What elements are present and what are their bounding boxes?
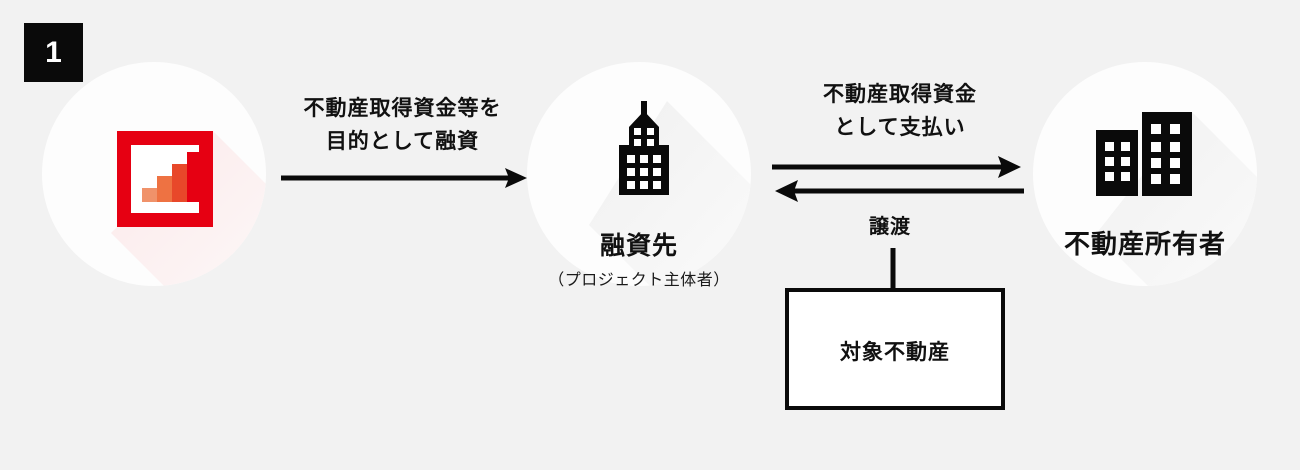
flow-payment-label-line1: 不動産取得資金 xyxy=(823,83,977,106)
office-tower-icon xyxy=(619,101,669,195)
node-owner-title: 不動産所有者 xyxy=(1063,229,1226,259)
arrow-payment xyxy=(772,156,1021,178)
chart-bar-3 xyxy=(172,164,187,202)
chart-bar-2 xyxy=(157,176,172,202)
arrow-loan xyxy=(281,168,527,188)
chart-icon-inner xyxy=(131,145,201,213)
flow-payment-label-line2: として支払い xyxy=(834,116,966,139)
node-borrower-title: 融資先 xyxy=(599,232,678,260)
step-number-badge: 1 xyxy=(24,23,83,82)
flow-loan-label: 不動産取得資金等を 目的として融資 xyxy=(275,92,530,158)
red-bar-chart-icon xyxy=(117,131,213,227)
flow-loan-label-line2: 目的として融資 xyxy=(325,130,480,153)
arrow-transfer xyxy=(775,180,1024,202)
property-box-label: 対象不動産 xyxy=(840,341,950,364)
flow-payment-label: 不動産取得資金 として支払い xyxy=(770,78,1030,144)
flow-transfer-label: 譲渡 xyxy=(869,216,911,238)
property-box: 対象不動産 xyxy=(785,288,1005,410)
chart-bar-1 xyxy=(142,188,157,202)
chart-bar-4 xyxy=(187,152,201,202)
two-buildings-icon xyxy=(1096,112,1192,196)
node-borrower-subtitle: （プロジェクト主体者） xyxy=(548,272,730,289)
flow-loan-label-line1: 不動産取得資金等を xyxy=(303,97,502,120)
